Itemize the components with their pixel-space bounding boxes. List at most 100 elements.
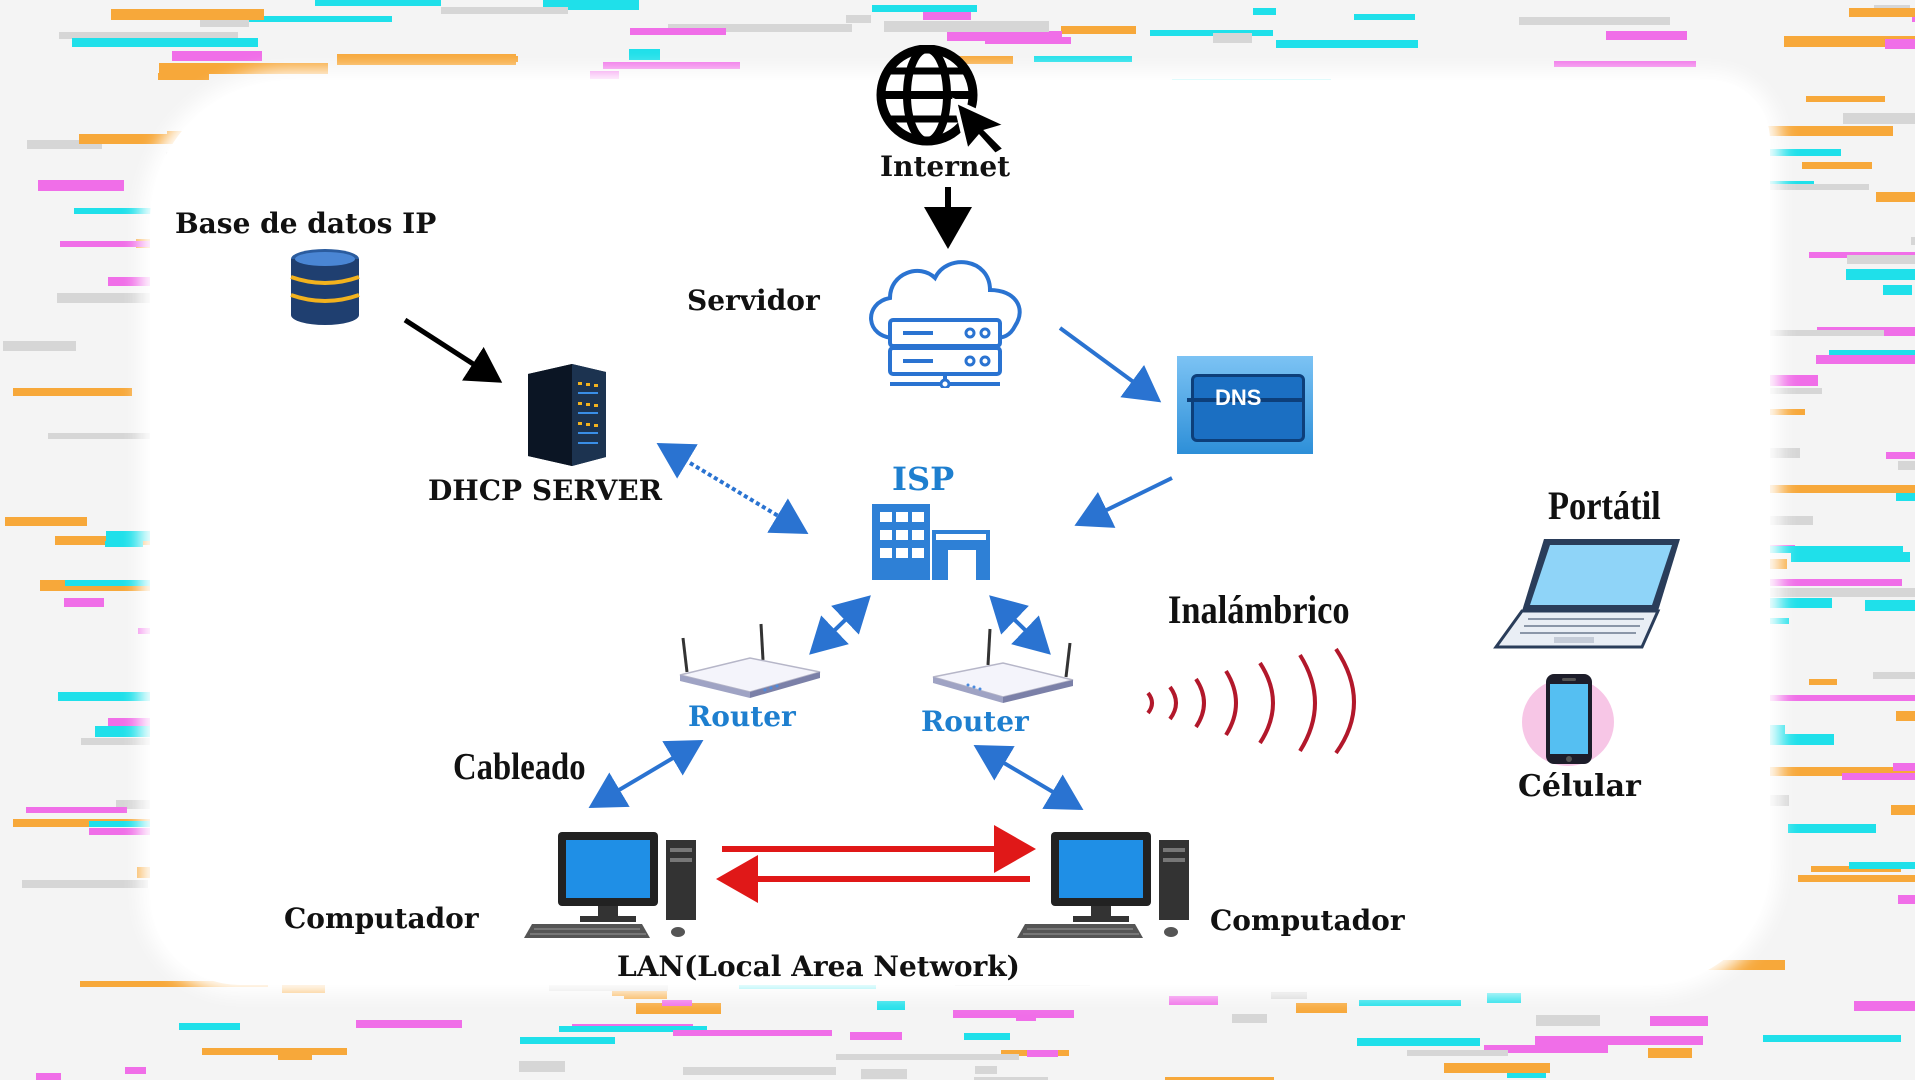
decorative-dash	[1519, 17, 1670, 25]
decorative-dash	[1354, 14, 1415, 20]
decorative-dash	[1296, 1003, 1347, 1013]
decorative-dash	[60, 241, 234, 247]
decorative-dash	[1816, 355, 1915, 364]
decorative-dash	[1554, 61, 1696, 67]
decorative-dash	[349, 56, 518, 62]
decorative-dash	[1770, 485, 1915, 493]
decorative-dash	[22, 880, 148, 888]
decorative-dash	[1846, 269, 1915, 280]
decorative-dash	[1885, 39, 1915, 49]
decorative-dash	[1854, 1001, 1915, 1011]
decorative-dash	[1728, 330, 1884, 336]
smartphone-icon	[1522, 674, 1614, 766]
decorative-dash	[519, 1061, 565, 1072]
decorative-dash	[1739, 579, 1902, 586]
decorative-dash	[590, 71, 619, 79]
decorative-dash	[1407, 1050, 1508, 1056]
decorative-dash	[884, 21, 1049, 32]
decorative-dash	[1484, 1045, 1608, 1053]
decorative-dash	[89, 821, 158, 827]
decorative-dash	[80, 981, 268, 987]
decorative-dash	[5, 517, 87, 526]
decorative-dash	[1758, 695, 1915, 701]
decorative-dash	[1842, 773, 1915, 780]
cloud-server-icon	[869, 260, 1022, 388]
dns-server-icon: DNS	[1177, 356, 1313, 454]
decorative-dash	[662, 1000, 692, 1006]
decorative-dash	[13, 388, 132, 396]
decorative-dash	[1893, 763, 1915, 771]
decorative-dash	[1865, 600, 1915, 611]
decorative-dash	[64, 598, 104, 607]
computador-left-label: Computador	[284, 902, 479, 935]
cableado-label: Cableado	[453, 746, 586, 788]
decorative-dash	[923, 10, 971, 20]
decorative-dash	[559, 1026, 707, 1032]
decorative-dash	[1738, 388, 1822, 394]
decorative-dash	[1213, 33, 1252, 43]
decorative-dash	[1169, 996, 1218, 1005]
decorative-dash	[953, 1010, 1074, 1018]
decorative-dash	[1507, 1070, 1546, 1078]
decorative-dash	[108, 718, 155, 728]
decorative-dash	[1849, 8, 1915, 17]
decorative-dash	[1876, 192, 1915, 202]
decorative-dash	[877, 1001, 905, 1010]
desktop-computer-icon	[1017, 832, 1189, 938]
decorative-dash	[1650, 1016, 1708, 1026]
decorative-dash	[1912, 15, 1915, 22]
decorative-dash	[872, 5, 977, 12]
decorative-dash	[1791, 552, 1910, 562]
decorative-dash	[1766, 767, 1915, 776]
decorative-dash	[95, 726, 204, 737]
decorative-dash	[72, 38, 258, 47]
decorative-dash	[1891, 805, 1915, 815]
decorative-dash	[27, 140, 102, 149]
arrow-router-right-computer	[973, 744, 1084, 811]
decorative-dash	[1802, 162, 1872, 169]
decorative-dash	[105, 541, 143, 547]
decorative-dash	[673, 1030, 832, 1036]
globe-cursor-icon	[876, 45, 1013, 155]
decorative-dash	[964, 1033, 1010, 1040]
decorative-dash	[57, 293, 152, 303]
decorative-dash	[111, 9, 264, 20]
internet-label: Internet	[880, 150, 1011, 183]
decorative-dash	[3, 341, 76, 351]
decorative-dash	[975, 1066, 997, 1074]
decorative-dash	[36, 1073, 61, 1080]
decorative-dash	[1886, 452, 1915, 459]
arrow-dhcp-isp	[656, 442, 809, 535]
decorative-dash	[836, 1054, 1019, 1060]
decorative-dash	[1809, 679, 1837, 685]
decorative-dash	[1873, 672, 1915, 679]
decorative-dash	[26, 807, 127, 813]
decorative-dash	[1271, 992, 1307, 999]
decorative-dash	[1829, 350, 1915, 358]
decorative-dash	[1606, 31, 1687, 40]
decorative-dash	[1847, 255, 1915, 264]
decorative-dash	[315, 0, 441, 6]
decorative-dash	[89, 828, 192, 835]
arrow-router-left-computer	[588, 739, 704, 809]
decorative-dash	[1699, 184, 1869, 190]
decorative-dash	[861, 1069, 907, 1079]
decorative-dash	[159, 63, 328, 74]
decorative-dash	[1763, 1035, 1901, 1042]
decorative-dash	[1753, 126, 1893, 136]
decorative-dash	[1444, 1063, 1550, 1073]
decorative-dash	[1165, 1077, 1274, 1080]
servidor-label: Servidor	[687, 284, 820, 317]
decorative-dash	[1751, 588, 1915, 597]
decorative-dash	[636, 1003, 721, 1014]
decorative-dash	[48, 433, 159, 439]
decorative-dash	[1784, 36, 1915, 47]
decorative-dash	[1253, 8, 1276, 15]
dhcp-label: DHCP SERVER	[428, 474, 662, 507]
lan-label: LAN(Local Area Network)	[617, 950, 1020, 983]
decorative-dash	[202, 1048, 347, 1055]
arrow-isp-router-right	[989, 595, 1051, 655]
decorative-dash	[179, 1023, 240, 1030]
